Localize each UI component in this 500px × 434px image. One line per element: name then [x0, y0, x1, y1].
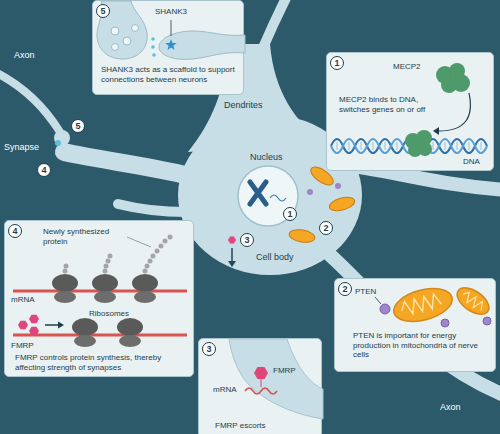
receptor [151, 45, 155, 49]
leader-line [171, 20, 172, 36]
part-label: mRNA [11, 295, 35, 305]
chromosome [250, 182, 266, 204]
mrna-strand [245, 388, 277, 394]
caption-text: PTEN is important for energy production … [353, 331, 489, 360]
arrow-line [231, 248, 233, 262]
callout-number: 3 [202, 342, 216, 356]
fmrp-hexagon [254, 367, 268, 379]
protein-chain [63, 235, 173, 274]
part-label: DNA [463, 157, 480, 167]
part-label: FMRP [11, 341, 34, 351]
callout-number: 2 [338, 282, 352, 296]
neurites [0, 0, 500, 396]
axon [330, 255, 500, 396]
vesicle [112, 44, 119, 51]
tether [261, 379, 262, 387]
caption-text: Newly synthesized protein [43, 227, 123, 246]
axon-terminal [54, 130, 70, 146]
callout-number: 4 [8, 224, 22, 238]
pten-dot [441, 319, 449, 327]
leader-line [127, 237, 151, 247]
arrow-head [58, 322, 64, 329]
structure-label: Dendrites [224, 100, 263, 111]
fmrp-hexagon [228, 237, 236, 244]
mecp2-protein [436, 63, 470, 93]
dna-strand [270, 195, 286, 201]
callout-number: 3 [240, 233, 254, 247]
arrow-head [433, 127, 439, 135]
callout-number: 4 [37, 163, 51, 177]
arrow-line [439, 93, 470, 131]
dendritic-spine [159, 31, 245, 59]
caption-text: MECP2 binds to DNA, switches genes on or… [339, 95, 449, 114]
receptor [151, 37, 155, 41]
dendrite [118, 204, 186, 212]
structure-label: Nucleus [250, 152, 283, 163]
pten-dot [380, 304, 390, 314]
mitochondrion [390, 283, 456, 328]
ribosome [72, 318, 143, 347]
part-label: FMRP [273, 366, 296, 376]
shank3-star [165, 39, 176, 50]
caption-text: FMRP escorts [215, 421, 315, 431]
pten-dot [335, 183, 341, 189]
part-label: SHANK3 [155, 7, 187, 17]
part-label: PTEN [355, 287, 376, 297]
vesicle [111, 27, 119, 35]
mrna-strand [13, 334, 187, 337]
vesicle [132, 25, 139, 32]
fmrp-hexagon [18, 315, 39, 336]
callout-number: 5 [96, 4, 110, 18]
mitochondrion [453, 282, 494, 319]
caption-text: SHANK3 acts as a scaffold to support con… [101, 65, 239, 84]
structure-label: Synapse [4, 142, 39, 153]
leader-line [375, 297, 381, 304]
vesicle [123, 37, 131, 45]
dendrite [64, 152, 190, 176]
mecp2-protein [405, 130, 432, 157]
axon [0, 72, 60, 132]
structure-label: Cell body [256, 252, 294, 263]
presynaptic-terminal [97, 1, 147, 59]
dendrite-section [229, 339, 323, 419]
mitochondrion [328, 195, 356, 213]
arrow-head [228, 261, 236, 267]
part-label: MECP2 [393, 62, 421, 72]
arrow-line [45, 324, 59, 326]
inset-panel: 4 Newly synthesized protein mRNA RibosomesF… [4, 220, 194, 377]
inset-panel: 5 SHANK3SHANK3 acts as a scaffold to supp… [92, 0, 244, 95]
part-label: Ribosomes [89, 309, 129, 319]
mitochondrion [288, 228, 316, 244]
dendrite [262, 0, 288, 50]
pten-dot [483, 317, 491, 325]
inset-panel: 2PTEN PTEN is important for energy produc… [334, 278, 496, 372]
callout-number: 2 [319, 221, 333, 235]
caption-text: FMRP controls protein synthesis, thereby… [15, 353, 187, 372]
part-label: mRNA [213, 385, 237, 395]
pten-dot [307, 189, 313, 195]
callout-number: 5 [71, 119, 85, 133]
ribosome [52, 274, 158, 303]
mitochondria [288, 164, 356, 245]
callout-number: 1 [283, 207, 297, 221]
inset-panel: 1 MECP2MECP2 binds to DNA, switches genes… [326, 52, 494, 171]
synapse-marker [55, 140, 61, 146]
receptor [152, 53, 156, 57]
callout-number: 1 [330, 56, 344, 70]
nucleus [238, 166, 298, 226]
structure-label: Axon [440, 402, 461, 413]
structure-label: Axon [14, 50, 35, 61]
inset-panel: 3FMRP mRNA FMRP escorts [198, 338, 322, 434]
